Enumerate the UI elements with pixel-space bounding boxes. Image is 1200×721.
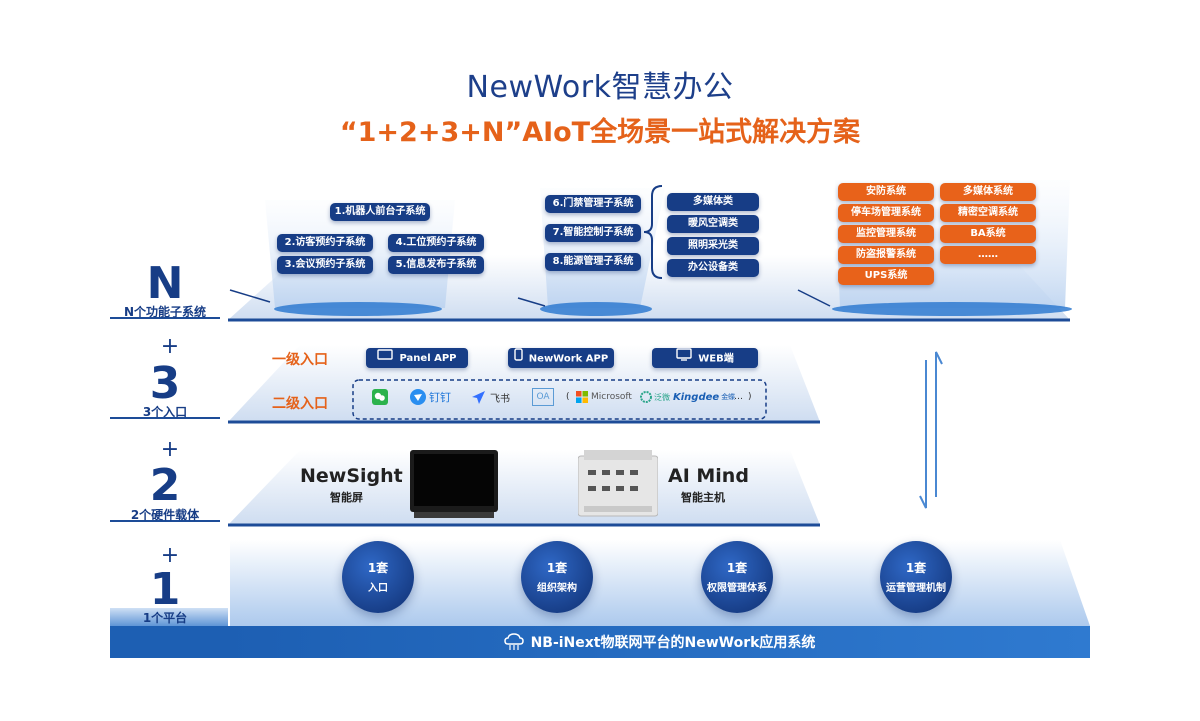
dingtalk-icon (410, 389, 426, 405)
platform-banner-label: NB-iNext物联网平台的NewWork应用系统 (530, 635, 816, 651)
tier-n-number: N (146, 258, 184, 309)
tier-1-number: 1 (149, 564, 181, 615)
external-system-pill: 防盗报警系统 (838, 246, 934, 264)
level2-entry-label: 二级入口 (272, 396, 328, 412)
wechat-icon (372, 388, 388, 406)
external-system-pill: …… (940, 246, 1036, 264)
oa-label: OA (532, 388, 554, 406)
phone-icon (514, 348, 523, 369)
external-system-pill: 精密空调系统 (940, 204, 1036, 222)
aimind-subtitle: 智能主机 (681, 491, 725, 504)
circle-count: 1套 (546, 561, 568, 575)
platform-circle-operation: 1套 运营管理机制 (880, 541, 952, 613)
monitor-icon (377, 348, 394, 368)
kingdee-cn-label: 金蝶 (721, 393, 736, 401)
microsoft-icon (576, 391, 588, 403)
weaver-label: 泛微 (654, 392, 670, 402)
panel-app-entry: Panel APP (366, 348, 468, 368)
tier-3-number: 3 (149, 358, 181, 409)
circle-count: 1套 (367, 561, 389, 575)
tier-n-label: N个功能子系统 (123, 305, 207, 319)
newwork-app-label: NewWork APP (528, 353, 609, 365)
page-title: NewWork智慧办公 (466, 70, 734, 105)
subsystem-pill: 3.会议预约子系统 (277, 256, 373, 274)
desktop-icon (676, 348, 692, 369)
level1-entry-label: 一级入口 (272, 352, 328, 368)
plus-sign: + (160, 543, 180, 568)
feishu-logo: 飞书 (470, 388, 510, 406)
feishu-icon (472, 391, 485, 404)
subsystem-pill: 7.智能控制子系统 (545, 224, 641, 242)
newwork-app-entry: NewWork APP (508, 348, 614, 368)
control-type-pill: 暖风空调类 (667, 215, 759, 233)
external-system-pill: BA系统 (940, 225, 1036, 243)
kingdee-label: Kingdee (673, 391, 720, 403)
weaver-logo: 泛微 (640, 388, 670, 406)
plus-sign: + (160, 334, 180, 359)
control-type-pill: 照明采光类 (667, 237, 759, 255)
feishu-label: 飞书 (490, 393, 510, 405)
weaver-icon (640, 391, 652, 403)
external-system-pill: 监控管理系统 (838, 225, 934, 243)
cloud-icon (503, 633, 524, 650)
subsystem-pill: 1.机器人前台子系统 (330, 203, 430, 221)
tier-2-label: 2个硬件载体 (130, 508, 200, 522)
platform-circle-permission: 1套 权限管理体系 (701, 541, 773, 613)
web-entry-label: WEB端 (698, 353, 734, 365)
dingtalk-logo: 钉钉 (410, 388, 451, 406)
dingtalk-label: 钉钉 (429, 391, 451, 404)
subsystem-pill: 5.信息发布子系统 (388, 256, 484, 274)
subsystem-pill: 2.访客预约子系统 (277, 234, 373, 252)
tier-1-label: 1个平台 (142, 611, 188, 625)
subsystem-pill: 4.工位预约子系统 (388, 234, 484, 252)
subsystem-pill: 6.门禁管理子系统 (545, 195, 641, 213)
circle-label: 运营管理机制 (886, 583, 946, 594)
aimind-title: AI Mind (668, 465, 749, 487)
bracket-close: ) (748, 392, 752, 402)
subsystem-pill: 8.能源管理子系统 (545, 253, 641, 271)
platform-circle-entry: 1套 入口 (342, 541, 414, 613)
circle-count: 1套 (905, 561, 927, 575)
platform-banner: NB-iNext物联网平台的NewWork应用系统 (228, 626, 1090, 658)
smart-screen-icon (410, 450, 498, 518)
tier-3-label: 3个入口 (142, 405, 188, 419)
smart-host-icon (578, 450, 658, 517)
control-type-pill: 办公设备类 (667, 259, 759, 277)
external-system-pill: 多媒体系统 (940, 183, 1036, 201)
page-subtitle: “1+2+3+N”AIoT全场景一站式解决方案 (339, 117, 861, 148)
circle-count: 1套 (726, 561, 748, 575)
microsoft-label: Microsoft (591, 392, 632, 402)
newsight-subtitle: 智能屏 (330, 491, 363, 504)
ellipsis-text: … (734, 392, 743, 402)
control-type-pill: 多媒体类 (667, 193, 759, 211)
bracket-open: ( (566, 392, 570, 402)
newsight-title: NewSight (300, 465, 403, 487)
circle-label: 组织架构 (537, 583, 577, 594)
web-entry: WEB端 (652, 348, 758, 368)
plus-sign: + (160, 437, 180, 462)
tier-2-number: 2 (149, 460, 181, 511)
external-system-pill: 停车场管理系统 (838, 204, 934, 222)
panel-app-label: Panel APP (399, 353, 457, 364)
external-system-pill: 安防系统 (838, 183, 934, 201)
external-system-pill: UPS系统 (838, 267, 934, 285)
circle-label: 入口 (368, 583, 388, 594)
oa-logo: OA (532, 388, 554, 406)
kingdee-logo: Kingdee 金蝶 (673, 388, 735, 406)
platform-circle-org: 1套 组织架构 (521, 541, 593, 613)
microsoft-logo: Microsoft (576, 388, 632, 406)
circle-label: 权限管理体系 (707, 583, 767, 594)
